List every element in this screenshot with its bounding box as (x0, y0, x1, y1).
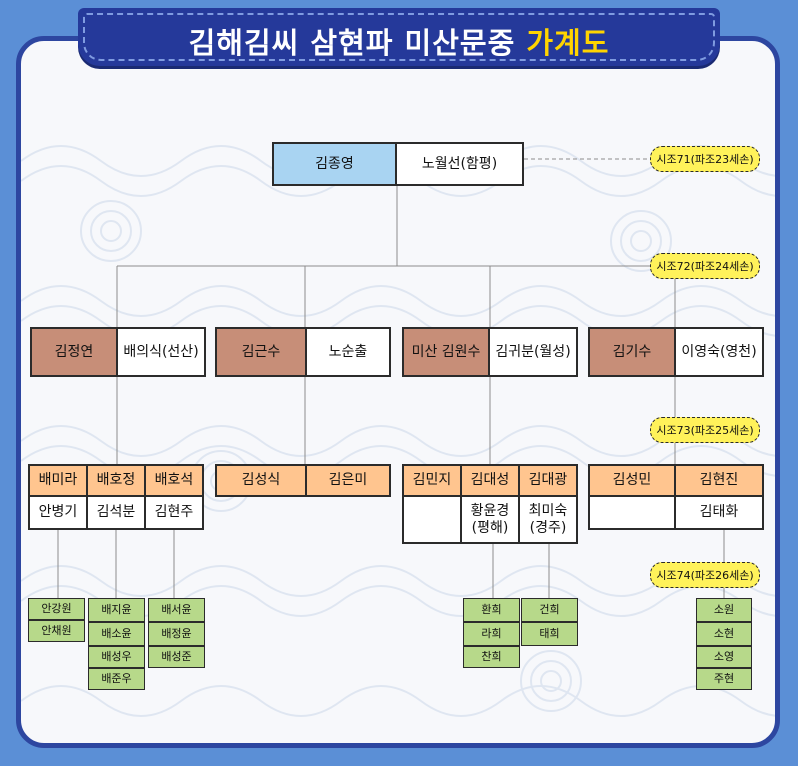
title-banner: 김해김씨 삼현파 미산문중 가계도 (78, 8, 720, 66)
person-gen3-hojeong[interactable]: 배호정 (86, 464, 146, 497)
spouse-root[interactable]: 노월선(함평) (395, 142, 524, 186)
person-gen3-daegwang[interactable]: 김대광 (518, 464, 578, 497)
person-gen3-eunmi[interactable]: 김은미 (305, 464, 391, 497)
grandchild-hoseok-3[interactable]: 배성준 (148, 646, 205, 668)
spouse-gen3-seongmin[interactable] (588, 495, 676, 530)
generation-label-71: 시조71(파조23세손) (650, 146, 760, 172)
generation-label-74: 시조74(파조26세손) (650, 562, 760, 588)
generation-label-72: 시조72(파조24세손) (650, 253, 760, 279)
grandchild-mira-2[interactable]: 안채원 (28, 620, 85, 642)
grandchild-daeseong-1[interactable]: 환희 (463, 598, 520, 622)
person-gen3-hoseok[interactable]: 배호석 (144, 464, 204, 497)
generation-label-73: 시조73(파조25세손) (650, 417, 760, 443)
person-root[interactable]: 김종영 (272, 142, 397, 186)
spouse-gen2-2[interactable]: 노순출 (305, 327, 391, 377)
spouse-gen2-3[interactable]: 김귀분(월성) (488, 327, 578, 377)
person-gen2-3[interactable]: 미산 김원수 (402, 327, 490, 377)
title-accent: 가계도 (526, 26, 610, 60)
spouse-gen3-hyeonjin[interactable]: 김태화 (674, 495, 764, 530)
spouse-gen2-4[interactable]: 이영숙(영천) (674, 327, 764, 377)
spouse-gen3-daegwang[interactable]: 최미숙 (경주) (518, 495, 578, 544)
grandchild-daegwang-1[interactable]: 건희 (521, 598, 578, 622)
spouse-gen2-1[interactable]: 배의식(선산) (116, 327, 206, 377)
spouse-gen3-daeseong[interactable]: 황윤경 (평해) (460, 495, 520, 544)
grandchild-mira-1[interactable]: 안강원 (28, 598, 85, 620)
person-gen3-daeseong[interactable]: 김대성 (460, 464, 520, 497)
person-gen3-seongsik[interactable]: 김성식 (215, 464, 307, 497)
grandchild-hyeonjin-1[interactable]: 소원 (696, 598, 752, 622)
page-title: 김해김씨 삼현파 미산문중 가계도 (78, 20, 720, 62)
grandchild-hojeong-3[interactable]: 배성우 (88, 646, 145, 668)
person-gen3-mira[interactable]: 배미라 (28, 464, 88, 497)
person-gen2-4[interactable]: 김기수 (588, 327, 676, 377)
grandchild-hojeong-2[interactable]: 배소윤 (88, 622, 145, 646)
grandchild-hyeonjin-3[interactable]: 소영 (696, 646, 752, 668)
grandchild-daeseong-2[interactable]: 라희 (463, 622, 520, 646)
grandchild-hyeonjin-2[interactable]: 소현 (696, 622, 752, 646)
spouse-gen3-hoseok[interactable]: 김현주 (144, 495, 204, 530)
grandchild-daeseong-3[interactable]: 찬희 (463, 646, 520, 668)
person-gen2-1[interactable]: 김정연 (30, 327, 118, 377)
grandchild-hoseok-1[interactable]: 배서윤 (148, 598, 205, 622)
grandchild-hojeong-1[interactable]: 배지윤 (88, 598, 145, 622)
title-main: 김해김씨 삼현파 미산문중 (188, 26, 516, 60)
spouse-gen3-hojeong[interactable]: 김석분 (86, 495, 146, 530)
banner-dashed-border (83, 13, 715, 61)
spouse-gen3-mira[interactable]: 안병기 (28, 495, 88, 530)
grandchild-hyeonjin-4[interactable]: 주현 (696, 668, 752, 690)
grandchild-daegwang-2[interactable]: 태희 (521, 622, 578, 646)
spouse-gen3-minji[interactable] (402, 495, 462, 544)
person-gen2-2[interactable]: 김근수 (215, 327, 307, 377)
grandchild-hojeong-4[interactable]: 배준우 (88, 668, 145, 690)
person-gen3-hyeonjin[interactable]: 김현진 (674, 464, 764, 497)
person-gen3-minji[interactable]: 김민지 (402, 464, 462, 497)
grandchild-hoseok-2[interactable]: 배정윤 (148, 622, 205, 646)
person-gen3-seongmin[interactable]: 김성민 (588, 464, 676, 497)
